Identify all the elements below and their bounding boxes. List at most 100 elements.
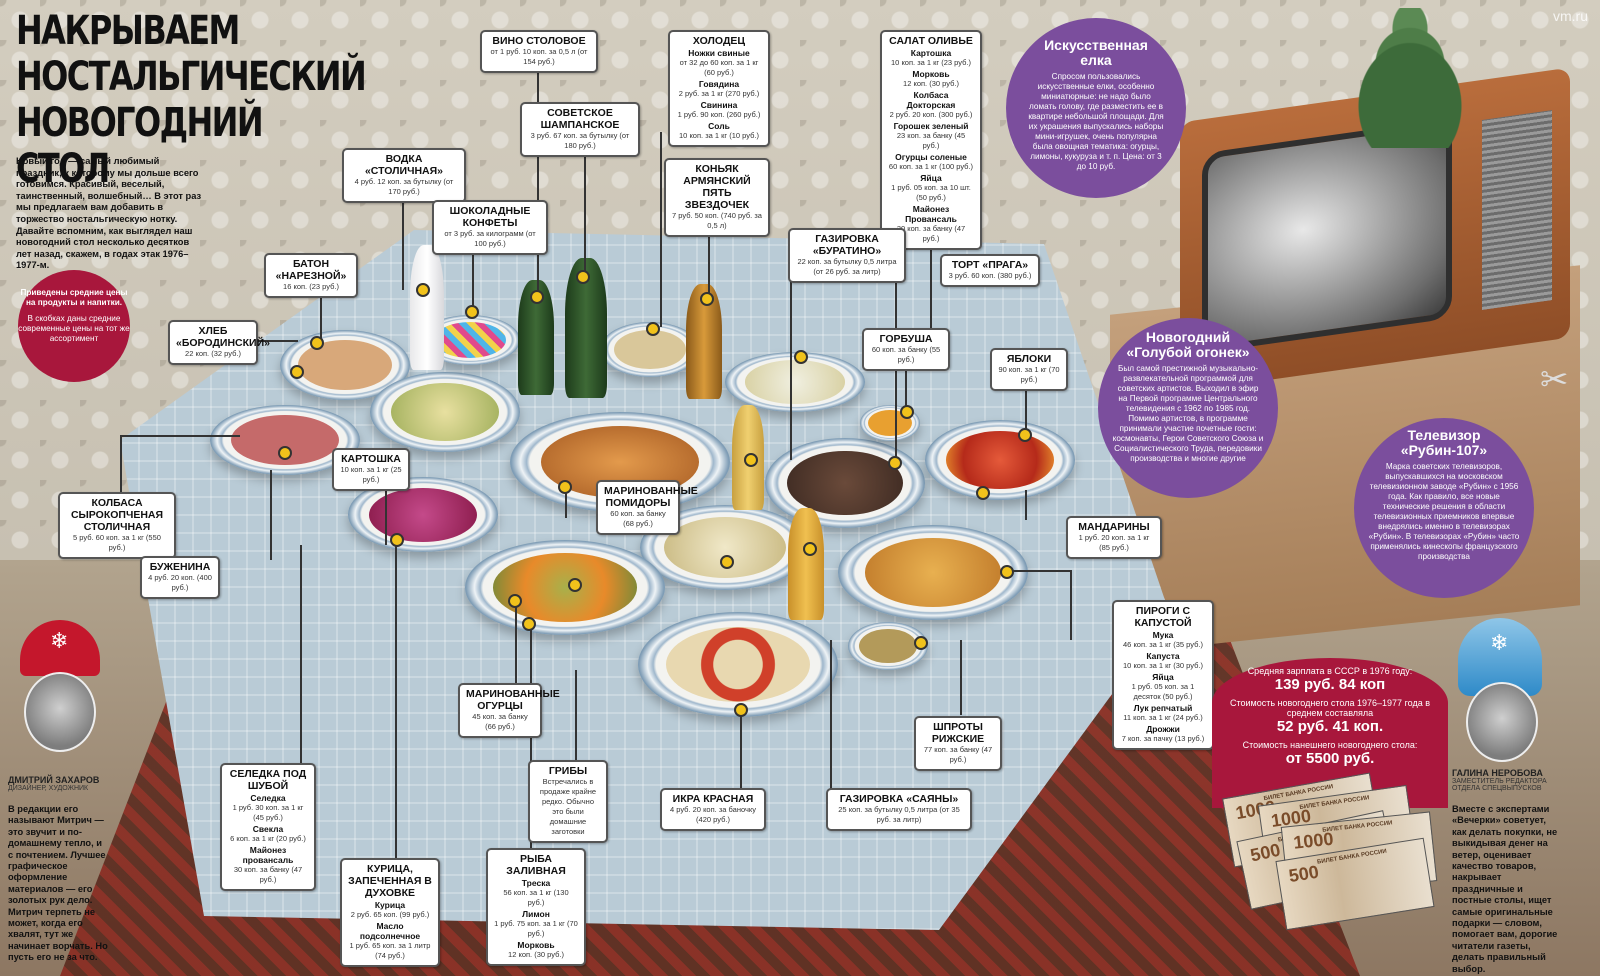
connector-line bbox=[708, 196, 710, 296]
ingredient-price: 10 коп. за 1 кг (30 руб.) bbox=[1123, 661, 1203, 670]
ingredient-name: Морковь bbox=[912, 69, 950, 79]
ingredient-price: 1 руб. 05 коп. за 10 шт. (50 руб.) bbox=[891, 183, 971, 202]
callout-holodets: ХОЛОДЕЦ Ножки свиные от 32 до 60 коп. за… bbox=[668, 30, 770, 147]
callout-title: ГРИБЫ bbox=[548, 765, 588, 777]
ingredient-name: Соль bbox=[708, 121, 730, 131]
marker-dot bbox=[720, 555, 734, 569]
callout-price: 1 руб. 20 коп. за 1 кг (85 руб.) bbox=[1078, 533, 1150, 552]
callout-title: ТОРТ «ПРАГА» bbox=[951, 259, 1029, 271]
callout-price: 22 коп. за бутылку 0,5 литра (от 26 руб.… bbox=[797, 257, 897, 276]
banknotes-illustration: 1000 БИЛЕТ БАНКА РОССИИ 1000 БИЛЕТ БАНКА… bbox=[1222, 772, 1442, 931]
callout-baton: БАТОН «НАРЕЗНОЙ» 16 коп. (23 руб.) bbox=[264, 253, 358, 298]
ingredient-price: 2 руб. 65 коп. (99 руб.) bbox=[350, 910, 430, 919]
callout-title: ЯБЛОКИ bbox=[1006, 353, 1052, 365]
plate-olivie bbox=[725, 352, 865, 412]
connector-line bbox=[790, 255, 792, 460]
callout-hleb: ХЛЕБ «БОРОДИНСКИЙ» 22 коп. (32 руб.) bbox=[168, 320, 270, 365]
ingredient-name: Говядина bbox=[698, 79, 740, 89]
ingredient-price: от 32 до 60 коп. за 1 кг (60 руб.) bbox=[679, 58, 759, 77]
connector-line bbox=[830, 640, 832, 790]
callout-title: ГАЗИРОВКА «САЯНЫ» bbox=[839, 793, 959, 805]
ingredient-price: 2 руб. 20 коп. (300 руб.) bbox=[889, 110, 973, 119]
ingredient-price: 30 коп. за банку (47 руб.) bbox=[896, 224, 966, 243]
callout-title: ПИРОГИ С КАПУСТОЙ bbox=[1134, 605, 1192, 629]
connector-line bbox=[740, 710, 742, 790]
ingredient-price: 23 коп. за банку (45 руб.) bbox=[896, 131, 966, 150]
author-bio: В редакции его называют Митрич — это зву… bbox=[8, 804, 108, 963]
ingredient-price: 30 коп. за банку (47 руб.) bbox=[233, 865, 303, 884]
elka-body: Спросом пользовались искусственные елки,… bbox=[1028, 72, 1164, 171]
plate-apples bbox=[925, 420, 1075, 500]
callout-price: 60 коп. за банку (55 руб.) bbox=[871, 345, 941, 364]
vodka-bottle bbox=[410, 245, 444, 370]
callout-buzhenina: БУЖЕНИНА 4 руб. 20 коп. (400 руб.) bbox=[140, 556, 220, 599]
marker-dot bbox=[1000, 565, 1014, 579]
callout-kartoshka: КАРТОШКА 10 коп. за 1 кг (25 руб.) bbox=[332, 448, 410, 491]
marker-dot bbox=[900, 405, 914, 419]
ingredient-price: 7 коп. за пачку (13 руб.) bbox=[1121, 734, 1205, 743]
callout-price: 5 руб. 60 коп. за 1 кг (550 руб.) bbox=[73, 533, 161, 552]
marker-dot bbox=[734, 703, 748, 717]
ingredient-name: Яйца bbox=[920, 173, 942, 183]
avatar bbox=[1466, 682, 1538, 762]
callout-title: ВОДКА «СТОЛИЧНАЯ» bbox=[364, 153, 444, 177]
connector-line bbox=[1025, 490, 1027, 520]
plate-pickles bbox=[465, 540, 665, 635]
plate-pirogi bbox=[838, 525, 1028, 620]
connector-line bbox=[1025, 385, 1027, 435]
callout-title: РЫБА ЗАЛИВНАЯ bbox=[506, 853, 566, 877]
callout-pirogi: ПИРОГИ С КАПУСТОЙ Мука 46 коп. за 1 кг (… bbox=[1112, 600, 1214, 750]
author-left-portrait: ❄ bbox=[10, 620, 110, 770]
ogonek-body: Был самой престижной музыкально-развлека… bbox=[1112, 364, 1264, 463]
author-right: ГАЛИНА НЕРОБОВА ЗАМЕСТИТЕЛЬ РЕДАКТОРА ОТ… bbox=[1452, 768, 1562, 975]
avatar bbox=[24, 672, 96, 752]
callout-price: 45 коп. за банку (66 руб.) bbox=[472, 712, 528, 731]
marker-dot bbox=[576, 270, 590, 284]
callout-title: ХЛЕБ «БОРОДИНСКИЙ» bbox=[176, 325, 270, 349]
callout-sayany: ГАЗИРОВКА «САЯНЫ» 25 коп. за бутылку 0,5… bbox=[826, 788, 972, 831]
author-name: ГАЛИНА НЕРОБОВА bbox=[1452, 768, 1543, 778]
intro-text: Новый год — самый любимый праздник, к ко… bbox=[16, 156, 202, 271]
ingredient-name: Треска bbox=[521, 878, 551, 888]
author-name: ДМИТРИЙ ЗАХАРОВ bbox=[8, 775, 100, 785]
callout-vodka: ВОДКА «СТОЛИЧНАЯ» 4 руб. 12 коп. за буты… bbox=[342, 148, 466, 203]
tv-screen bbox=[1202, 118, 1452, 354]
callout-title: ГАЗИРОВКА «БУРАТИНО» bbox=[812, 233, 882, 257]
callout-title: ХОЛОДЕЦ bbox=[692, 35, 746, 47]
connector-line bbox=[584, 132, 586, 272]
callout-title: КОНЬЯК АРМЯНСКИЙ ПЯТЬ ЗВЕЗДОЧЕК bbox=[683, 163, 751, 211]
callout-price: 60 коп. за банку (68 руб.) bbox=[610, 509, 666, 528]
marker-dot bbox=[646, 322, 660, 336]
tv-speaker-panel bbox=[1482, 110, 1552, 310]
connector-line bbox=[960, 640, 962, 715]
connector-line bbox=[270, 470, 272, 560]
ingredient-name: Масло подсолнечное bbox=[359, 921, 421, 941]
elka-title: Искусственная елка bbox=[1044, 37, 1148, 68]
connector-line bbox=[120, 435, 122, 495]
ingredient-name: Селедка bbox=[250, 793, 286, 803]
banknote-value: 500 bbox=[1287, 861, 1321, 887]
rubin-body: Марка советских телевизоров, выпускавших… bbox=[1368, 462, 1520, 561]
marker-dot bbox=[700, 292, 714, 306]
callout-tort: ТОРТ «ПРАГА» 3 руб. 60 коп. (380 руб.) bbox=[940, 254, 1040, 287]
marker-dot bbox=[530, 290, 544, 304]
author-left: ДМИТРИЙ ЗАХАРОВ ДИЗАЙНЕР, ХУДОЖНИК В ред… bbox=[8, 775, 108, 964]
ingredient-name: Курица bbox=[374, 900, 406, 910]
callout-price: 3 руб. 67 коп. за бутылку (от 180 руб.) bbox=[530, 131, 630, 150]
marker-dot bbox=[794, 350, 808, 364]
callout-konfety: ШОКОЛАДНЫЕ КОНФЕТЫ от 3 руб. за килограм… bbox=[432, 200, 548, 255]
title-line-3: НОВОГОДНИЙ СТОЛ bbox=[16, 100, 264, 192]
callout-yabloki: ЯБЛОКИ 90 коп. за 1 кг (70 руб.) bbox=[990, 348, 1068, 391]
table-cost-value: 52 руб. 41 коп. bbox=[1276, 718, 1384, 735]
callout-vino: ВИНО СТОЛОВОЕ от 1 руб. 10 коп. за 0,5 л… bbox=[480, 30, 598, 73]
plate-cake bbox=[765, 438, 925, 528]
ingredient-name: Морковь bbox=[517, 940, 555, 950]
callout-title: БУЖЕНИНА bbox=[149, 561, 211, 573]
ingredient-name: Ножки свиные bbox=[688, 48, 750, 58]
callout-price: 3 руб. 60 коп. (380 руб.) bbox=[948, 271, 1032, 280]
callout-price: 4 руб. 20 коп. (400 руб.) bbox=[148, 573, 212, 592]
marker-dot bbox=[416, 283, 430, 297]
callout-shproty: ШПРОТЫ РИЖСКИЕ 77 коп. за банку (47 руб.… bbox=[914, 716, 1002, 771]
ingredient-price: 11 коп. за 1 кг (24 руб.) bbox=[1123, 713, 1203, 722]
